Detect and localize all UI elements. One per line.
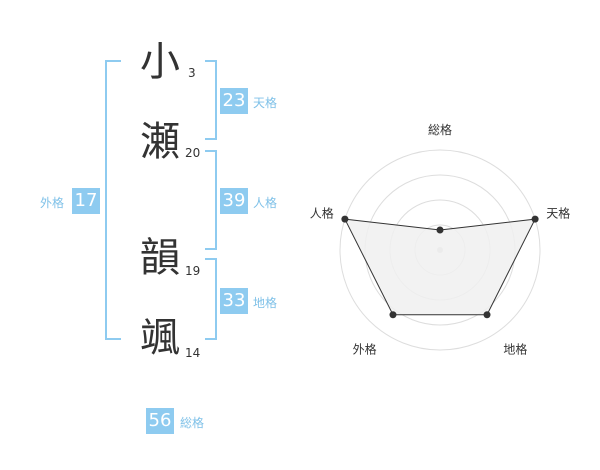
total-fortune-label: 総格 xyxy=(180,416,205,430)
stroke-count-2: 20 xyxy=(185,146,201,160)
heaven-fortune-label: 天格 xyxy=(253,96,278,110)
radar-point-4 xyxy=(389,311,397,319)
outer-fortune-badge: 17 xyxy=(72,188,100,214)
stroke-count-1: 3 xyxy=(188,66,196,80)
radar-axis-label-2: 天格 xyxy=(546,206,570,221)
radar-point-5 xyxy=(341,215,349,223)
heaven-bracket xyxy=(205,60,217,140)
person-bracket xyxy=(205,150,217,250)
outer-bracket xyxy=(105,60,121,340)
heaven-fortune-badge: 23 xyxy=(220,88,248,114)
radar-axis-label-5: 人格 xyxy=(310,206,334,221)
total-fortune-badge: 56 xyxy=(146,408,174,434)
radar-axis-label-3: 地格 xyxy=(503,341,527,356)
outer-fortune-label: 外格 xyxy=(40,196,65,210)
radar-point-2 xyxy=(531,215,539,223)
earth-bracket xyxy=(205,258,217,340)
name-char-1: 小 xyxy=(140,39,180,85)
radar-series-polygon xyxy=(344,218,536,316)
earth-fortune-label: 地格 xyxy=(253,296,278,310)
stroke-count-3: 19 xyxy=(185,264,201,278)
stroke-count-4: 14 xyxy=(185,346,201,360)
name-char-4: 颯 xyxy=(140,315,180,361)
radar-axis-label-1: 総格 xyxy=(428,122,452,137)
person-fortune-label: 人格 xyxy=(253,196,278,210)
radar-point-3 xyxy=(483,311,491,319)
name-char-2: 瀬 xyxy=(140,119,180,165)
radar-axis-label-4: 外格 xyxy=(353,341,377,356)
name-char-3: 韻 xyxy=(140,235,180,281)
person-fortune-badge: 39 xyxy=(220,188,248,214)
earth-fortune-badge: 33 xyxy=(220,288,248,314)
radar-point-1 xyxy=(436,226,444,234)
